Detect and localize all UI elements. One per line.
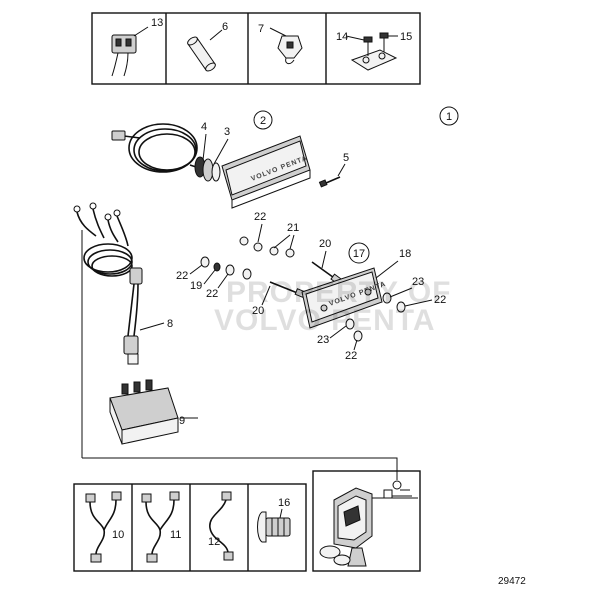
part-10-cable[interactable] xyxy=(85,491,122,563)
control-panel[interactable]: VOLVO PENTA xyxy=(221,135,311,209)
coiled-cable xyxy=(111,123,206,173)
sterndrive-illustration xyxy=(319,487,418,567)
callout-7[interactable]: 7 xyxy=(258,23,264,35)
callout-21[interactable]: 21 xyxy=(287,222,299,234)
callout-9[interactable]: 9 xyxy=(179,415,185,427)
callout-3[interactable]: 3 xyxy=(224,126,230,138)
part-13-connector[interactable] xyxy=(111,26,149,77)
callout-4[interactable]: 4 xyxy=(201,121,207,133)
callout-22-right[interactable]: 22 xyxy=(434,294,446,306)
callout-14[interactable]: 14 xyxy=(336,31,348,43)
callout-23-bottom[interactable]: 23 xyxy=(317,334,329,346)
callout-1[interactable]: 1 xyxy=(446,111,452,123)
callout-11[interactable]: 11 xyxy=(170,529,181,541)
washer-stack-top[interactable] xyxy=(239,236,295,258)
grommet xyxy=(194,156,221,182)
callout-13[interactable]: 13 xyxy=(151,17,163,29)
mounting-hardware[interactable]: VOLVO PENTA xyxy=(200,236,406,342)
top-row-frame xyxy=(91,12,421,85)
callout-22-top[interactable]: 22 xyxy=(254,211,266,223)
callout-10[interactable]: 10 xyxy=(112,529,124,541)
callout-circle-17 xyxy=(348,242,370,264)
callout-5[interactable]: 5 xyxy=(343,152,349,164)
callout-20-lower[interactable]: 20 xyxy=(252,305,264,317)
part-7-clip[interactable] xyxy=(269,27,303,65)
part-6-sleeve[interactable] xyxy=(186,29,223,73)
callout-23-right[interactable]: 23 xyxy=(412,276,424,288)
drive-illustration-frame xyxy=(312,470,421,572)
callout-22-left[interactable]: 22 xyxy=(176,270,188,282)
callout-circle-1 xyxy=(439,106,459,126)
mounting-plate-18[interactable]: VOLVO PENTA xyxy=(301,267,387,329)
watermark: PROPERTY OF VOLVO PENTA xyxy=(214,276,451,337)
callout-17[interactable]: 17 xyxy=(353,248,365,260)
callout-16[interactable]: 16 xyxy=(278,497,290,509)
callout-22-mid[interactable]: 22 xyxy=(206,288,218,300)
watermark-line-1: PROPERTY OF xyxy=(226,276,451,309)
callout-20-upper[interactable]: 20 xyxy=(319,238,331,250)
top-parts-row xyxy=(91,12,421,85)
callout-22-bottom[interactable]: 22 xyxy=(345,350,357,362)
control-box-9[interactable] xyxy=(109,379,198,445)
callout-2[interactable]: 2 xyxy=(260,115,266,127)
wiring-harness-8[interactable] xyxy=(73,202,143,458)
callout-circle-2 xyxy=(253,110,273,130)
callouts: 1 2 17 13 6 7 14 15 4 3 5 22 21 20 18 22… xyxy=(112,17,459,548)
part-16-plug[interactable] xyxy=(257,511,291,543)
figure-number: 29472 xyxy=(498,576,526,587)
washer-stack-left[interactable] xyxy=(200,256,252,280)
panel-assembly[interactable]: VOLVO PENTA xyxy=(111,123,341,209)
callout-8[interactable]: 8 xyxy=(167,318,173,330)
washer-stack-bottom[interactable] xyxy=(345,318,363,342)
parts-14-15-plate-screws[interactable] xyxy=(345,32,398,71)
callout-19[interactable]: 19 xyxy=(190,280,202,292)
bottom-parts-row xyxy=(73,470,421,572)
washer-stack-right[interactable] xyxy=(382,292,406,313)
callout-12[interactable]: 12 xyxy=(208,536,220,548)
part-12-cable[interactable] xyxy=(209,491,234,561)
part-11-cable[interactable] xyxy=(141,491,180,563)
callout-15[interactable]: 15 xyxy=(400,31,412,43)
callout-6[interactable]: 6 xyxy=(222,21,228,33)
watermark-line-2: VOLVO PENTA xyxy=(214,304,436,337)
callout-18[interactable]: 18 xyxy=(399,248,411,260)
ground-cable xyxy=(82,457,402,490)
screw-5[interactable] xyxy=(318,176,341,188)
